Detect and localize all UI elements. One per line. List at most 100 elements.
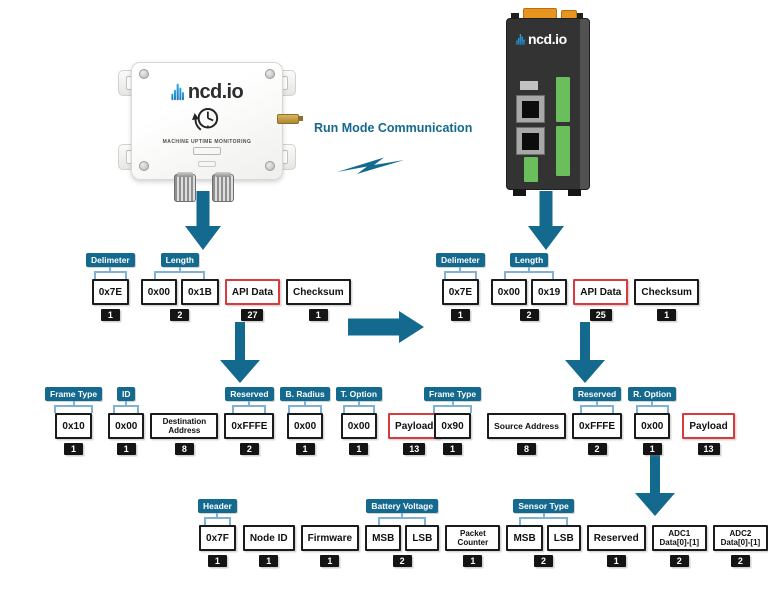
m12-connector — [212, 172, 234, 202]
bracket-stem — [125, 401, 128, 405]
field-label-badge: Frame Type — [424, 387, 482, 401]
field-label-badge: Frame Type — [45, 387, 103, 401]
byte-boxes: 0x00 — [634, 413, 671, 439]
bracket-stem — [248, 401, 251, 405]
field-group: ID 0x00 1 — [108, 386, 145, 455]
field-label-badge: R. Option — [628, 387, 677, 401]
field-label: Header — [198, 498, 237, 525]
field-label: T. Option — [335, 386, 383, 413]
model-badge — [193, 147, 221, 155]
bracket-stem — [651, 401, 654, 405]
byte-count-badge: 2 — [730, 555, 750, 567]
byte-box: ADC1 Data[0]-[1] — [651, 525, 707, 551]
arrow-sensor-to-frame — [185, 191, 221, 250]
bracket-connector — [635, 405, 669, 413]
ethernet-port — [516, 95, 545, 123]
brand-text: ncd.io — [187, 81, 244, 103]
arrow-gateway-to-frame — [528, 191, 564, 250]
byte-count-badge: 1 — [320, 555, 340, 567]
byte-boxes: 0x00 — [286, 413, 324, 439]
byte-box: Packet Counter — [445, 525, 501, 551]
byte-count-badge: 1 — [64, 443, 84, 455]
screw — [265, 161, 275, 171]
byte-count-badge: 13 — [697, 443, 720, 455]
byte-count-badge: 2 — [587, 443, 607, 455]
field-label-spacer — [225, 252, 280, 279]
field-label-badge: Reserved — [225, 387, 274, 401]
byte-box: Source Address — [487, 413, 566, 439]
field-label-badge: Battery Voltage — [366, 499, 439, 513]
byte-box: 0x00 — [140, 279, 177, 305]
byte-boxes: 0x10 — [55, 413, 92, 439]
field-label: B. Radius — [280, 386, 330, 413]
field-group: Frame Type 0x10 1 — [45, 386, 103, 455]
byte-count-badge: 1 — [642, 443, 662, 455]
field-label: ID — [108, 386, 144, 413]
field-group: ADC2 Data[0]-[1] 2 — [712, 498, 768, 567]
arrow-apidata-right-down — [565, 322, 605, 383]
byte-boxes: 0x7E — [441, 279, 480, 305]
byte-count-badge: 2 — [519, 309, 539, 321]
arrow-frame-to-frame-right — [348, 311, 424, 343]
bracket-stem — [109, 267, 112, 271]
byte-boxes: 0x00 — [108, 413, 145, 439]
byte-box: LSB — [405, 525, 440, 551]
bracket-stem — [596, 401, 599, 405]
bracket-connector — [433, 405, 472, 413]
byte-box: Firmware — [300, 525, 360, 551]
screw — [265, 69, 275, 79]
byte-boxes: ADC2 Data[0]-[1] — [712, 525, 768, 551]
field-label-spacer — [634, 252, 699, 279]
byte-boxes: 0xFFFE — [224, 413, 275, 439]
byte-box: MSB — [365, 525, 402, 551]
byte-boxes: Node ID — [242, 525, 295, 551]
screw — [139, 161, 149, 171]
ncd-logo: ncd.io — [132, 81, 282, 103]
ethernet-port — [516, 127, 545, 155]
byte-count-badge: 1 — [116, 443, 136, 455]
byte-count-badge: 1 — [207, 555, 227, 567]
byte-box: 0x19 — [531, 279, 568, 305]
m12-connector — [174, 172, 196, 202]
bracket-stem — [401, 513, 404, 517]
byte-boxes: Reserved — [586, 525, 646, 551]
byte-box: 0x7E — [91, 279, 130, 305]
byte-boxes: 0xFFFE — [571, 413, 623, 439]
byte-count-badge: 1 — [463, 555, 483, 567]
byte-box: 0x00 — [490, 279, 527, 305]
byte-boxes: 0x7F — [199, 525, 236, 551]
din-rail-foot — [568, 189, 581, 196]
byte-count-badge: 1 — [443, 443, 463, 455]
status-window — [520, 81, 538, 90]
field-group: R. Option 0x00 1 — [628, 386, 677, 455]
field-label-badge: Sensor Type — [513, 499, 574, 513]
field-label-spacer — [587, 498, 646, 525]
field-label-badge: ID — [116, 387, 136, 401]
green-label-strip — [556, 77, 570, 122]
bracket-stem — [459, 267, 462, 271]
bracket-connector — [113, 405, 140, 413]
field-label: Battery Voltage — [365, 498, 439, 525]
field-label-badge: B. Radius — [280, 387, 330, 401]
ncd-flame-icon — [516, 33, 525, 45]
screw — [139, 69, 149, 79]
byte-count-badge: 2 — [392, 555, 412, 567]
bracket-connector — [232, 405, 267, 413]
field-label-badge: Header — [198, 499, 237, 513]
byte-box: 0x10 — [55, 413, 92, 439]
byte-box: Payload — [388, 413, 441, 439]
